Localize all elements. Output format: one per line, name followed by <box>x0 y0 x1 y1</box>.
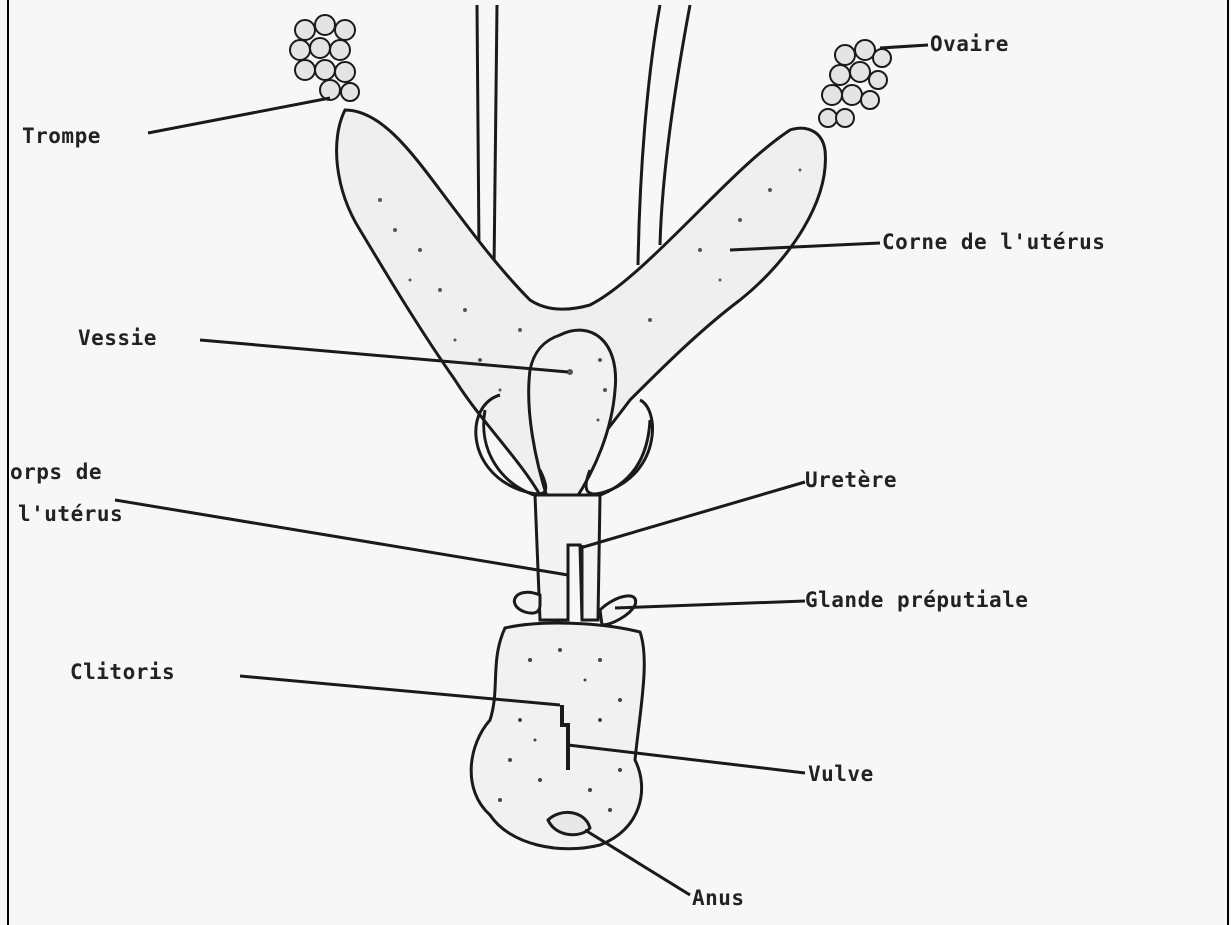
left-ovary <box>290 15 359 101</box>
label-corps-line2: l'utérus <box>18 502 123 526</box>
label-trompe: Trompe <box>22 124 101 148</box>
label-clitoris: Clitoris <box>70 660 175 684</box>
top-vessels <box>477 5 690 270</box>
label-corne: Corne de l'utérus <box>882 230 1105 254</box>
leader-trompe <box>148 98 330 133</box>
label-vulve: Vulve <box>808 762 874 786</box>
leader-uretere <box>580 482 805 548</box>
label-ovaire: Ovaire <box>930 32 1009 56</box>
leader-glande <box>615 601 805 608</box>
leader-anus <box>585 830 690 895</box>
label-anus: Anus <box>692 886 745 910</box>
label-vessie: Vessie <box>78 326 157 350</box>
label-corps-line1: orps de <box>10 460 102 484</box>
label-uretere: Uretère <box>805 468 897 492</box>
leader-ovaire <box>880 45 928 48</box>
leader-corps <box>115 500 568 575</box>
label-glande: Glande préputiale <box>805 588 1028 612</box>
vagina-tube <box>535 495 600 620</box>
right-ovary <box>819 40 891 127</box>
